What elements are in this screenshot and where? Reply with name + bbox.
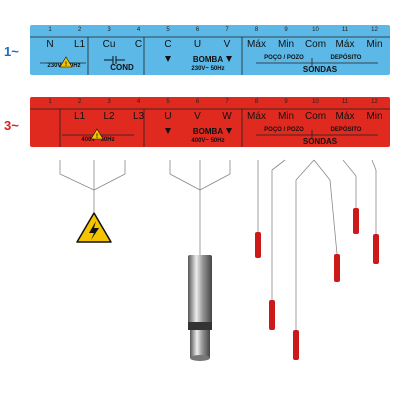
three-phase-terminal-number: 8 — [254, 99, 259, 105]
three-phase-terminal-number: 2 — [77, 99, 82, 105]
single-phase-terminal-label: Min — [277, 39, 295, 50]
three-phase-probes-text: SONDAS — [302, 137, 338, 146]
single-phase-terminal-number: 8 — [254, 27, 259, 33]
single-phase-warning-icon: ! — [59, 56, 73, 68]
single-phase-terminal-number: 9 — [284, 27, 288, 33]
three-phase-supply-text: 400V~ 50Hz — [81, 137, 115, 143]
single-phase-terminal-number: 12 — [371, 27, 378, 33]
single-phase-pump-title: BOMBA — [192, 55, 224, 64]
three-phase-strip-lines — [30, 108, 390, 147]
single-phase-terminal-number: 11 — [341, 27, 349, 33]
three-phase-arrows — [165, 128, 232, 134]
single-phase-terminal-label: V — [223, 39, 231, 50]
three-phase-terminal-label: L1 — [73, 111, 86, 122]
probe — [269, 300, 275, 330]
single-phase-label: 1~ — [4, 44, 19, 59]
three-phase-terminal-number: 6 — [195, 99, 200, 105]
svg-text:!: ! — [65, 62, 67, 68]
three-phase-warning-icon: ! — [90, 128, 104, 140]
single-phase-terminal-label: N — [46, 39, 54, 50]
single-phase-terminal-label: C — [164, 39, 172, 50]
probe-wires — [257, 159, 377, 330]
single-phase-terminal-label: C — [134, 39, 143, 50]
single-phase-terminal-number: 4 — [136, 27, 141, 33]
condenser-symbol — [104, 56, 125, 64]
single-phase-terminal-number: 3 — [107, 27, 111, 33]
three-phase-terminal-label: V — [194, 111, 201, 122]
single-phase-terminal-label: Máx — [335, 39, 355, 50]
three-phase-terminal-label: Máx — [335, 111, 355, 122]
three-phase-terminal-label: Com — [304, 111, 327, 122]
high-voltage-icon — [76, 212, 112, 243]
probe — [293, 330, 299, 360]
three-phase-terminal-number: 5 — [166, 99, 170, 105]
single-phase-terminal-label: Com — [304, 39, 327, 50]
three-phase-pump-title: BOMBA — [192, 127, 224, 136]
three-phase-well-text: POÇO / POZO — [264, 127, 304, 133]
supply-wires — [59, 160, 126, 212]
three-phase-terminal-label: Min — [277, 111, 295, 122]
single-phase-terminal-number: 5 — [166, 27, 170, 33]
probe — [334, 254, 340, 282]
probe — [353, 208, 359, 234]
three-phase-terminal-number: 12 — [371, 99, 378, 105]
single-phase-terminal-number: 2 — [77, 27, 82, 33]
probe — [373, 234, 379, 264]
three-phase-terminal-number: 3 — [107, 99, 111, 105]
single-phase-terminal-number: 10 — [312, 27, 319, 33]
single-phase-strip-lines — [30, 36, 390, 75]
three-phase-terminal-number: 7 — [225, 99, 229, 105]
three-phase-label: 3~ — [4, 118, 19, 133]
three-phase-terminal-label: W — [222, 111, 232, 122]
three-phase-terminal-number: 10 — [312, 99, 319, 105]
three-phase-terminal-label: Min — [366, 111, 383, 122]
three-phase-terminal-label: U — [164, 111, 172, 122]
three-phase-terminal-label: Máx — [247, 111, 266, 122]
single-phase-terminal-number: 6 — [195, 27, 200, 33]
three-phase-terminal-label: L3 — [132, 111, 145, 122]
single-phase-terminal-label: L1 — [73, 39, 86, 50]
probes — [255, 208, 379, 360]
three-phase-terminal-number: 9 — [284, 99, 288, 105]
single-phase-terminal-label: U — [193, 39, 202, 50]
single-phase-well-text: POÇO / POZO — [264, 55, 304, 61]
single-phase-terminal-number: 7 — [225, 27, 229, 33]
single-phase-terminal-number: 1 — [48, 27, 52, 33]
svg-text:!: ! — [96, 134, 98, 140]
single-phase-arrows — [165, 56, 232, 62]
three-phase-terminal-number: 11 — [341, 99, 349, 105]
single-phase-terminal-label: Cu — [102, 39, 116, 50]
single-phase-terminal-label: Máx — [247, 39, 266, 50]
three-phase-pump-text: 400V~ 50Hz — [191, 138, 225, 144]
single-phase-probes-text: SONDAS — [302, 65, 338, 74]
condenser-label: COND — [110, 63, 134, 72]
three-phase-terminal-number: 4 — [136, 99, 141, 105]
pump-wires — [169, 160, 231, 255]
single-phase-tank-text: DEPÓSITO — [330, 55, 362, 61]
single-phase-pump-text: 230V~ 50Hz — [191, 66, 225, 72]
three-phase-terminal-number: 1 — [48, 99, 52, 105]
three-phase-tank-text: DEPÓSITO — [330, 127, 362, 133]
single-phase-terminal-label: Min — [366, 39, 383, 50]
submersible-pump — [188, 255, 212, 361]
probe — [255, 232, 261, 258]
three-phase-terminal-label: L2 — [103, 111, 115, 122]
